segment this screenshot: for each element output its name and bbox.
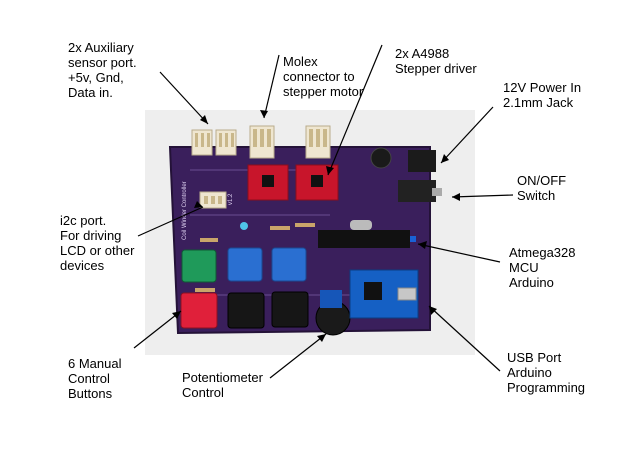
- crystal: [350, 220, 372, 230]
- i2c-connector: [199, 191, 227, 209]
- capacitor: [370, 147, 392, 169]
- button-black-2: [271, 291, 309, 328]
- button-blue-2: [271, 247, 307, 282]
- label-buttons: 6 Manual Control Buttons: [68, 356, 122, 401]
- usb-chip: [364, 282, 382, 300]
- label-i2c: i2c port. For driving LCD or other devic…: [60, 213, 135, 273]
- label-pot: Potentiometer Control: [182, 370, 263, 400]
- molex-connector-2: [305, 125, 331, 159]
- power-switch: [398, 180, 436, 202]
- stepper-driver-1: [247, 164, 289, 201]
- board-version: v1.2: [228, 193, 234, 205]
- label-usb: USB Port Arduino Programming: [507, 350, 586, 395]
- button-blue-1: [227, 247, 263, 282]
- label-mcu: Atmega328 MCU Arduino: [509, 245, 576, 290]
- label-power: 12V Power In 2.1mm Jack: [503, 80, 582, 110]
- potentiometer-base: [320, 290, 342, 308]
- switch-lever: [432, 188, 442, 196]
- aux-connector-left: [191, 129, 213, 156]
- label-a4988: 2x A4988 Stepper driver: [395, 46, 477, 76]
- button-red: [180, 292, 218, 329]
- status-led: [240, 222, 248, 230]
- button-green: [181, 249, 217, 283]
- molex-connector-1: [249, 125, 275, 159]
- label-aux-port: 2x Auxiliary sensor port. +5v, Gnd, Data…: [68, 40, 137, 100]
- usb-connector: [397, 287, 417, 301]
- label-switch: ON/OFF Switch: [517, 173, 567, 203]
- arrowheads: [172, 110, 460, 342]
- board-title: Coil Winder Controller: [182, 181, 188, 240]
- led: [410, 236, 416, 242]
- leader-lines: [133, 44, 514, 379]
- button-black-1: [227, 292, 265, 329]
- power-jack: [408, 150, 436, 172]
- aux-connector-right: [215, 129, 237, 156]
- label-molex: Molex connector to stepper motor: [283, 54, 364, 99]
- atmega-mcu: [318, 230, 410, 248]
- resistors: [195, 223, 315, 292]
